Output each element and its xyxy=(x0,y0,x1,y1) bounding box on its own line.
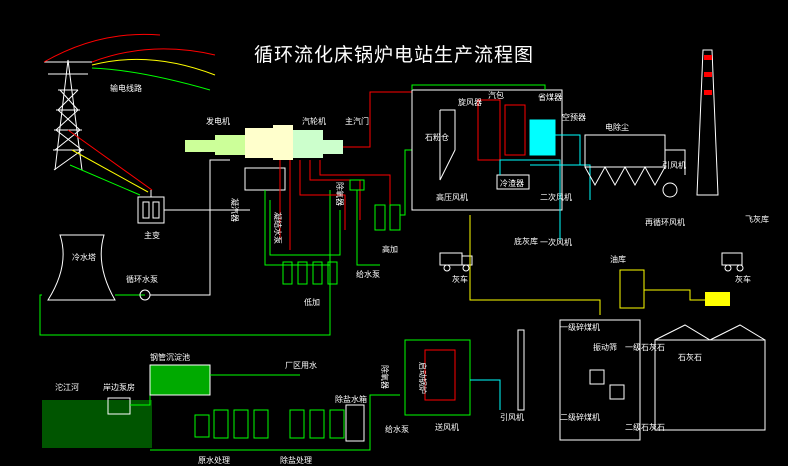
label-pump-house: 岸边泵房 xyxy=(103,382,135,392)
label-generator: 发电机 xyxy=(206,116,230,126)
water-treatment xyxy=(150,394,400,451)
label-crusher2: 二级碎煤机 xyxy=(560,412,600,422)
label-fly-ash-truck: 灰车 xyxy=(735,274,751,284)
label-ash-truck: 灰车 xyxy=(452,274,468,284)
label-demin-tank: 除盐水箱 xyxy=(335,394,367,404)
lp-heaters xyxy=(264,190,341,285)
label-feed-pump: 给水泵 xyxy=(356,269,380,279)
label-recirc-fan: 再循环风机 xyxy=(645,217,685,227)
label-economizer: 省煤器 xyxy=(538,92,562,102)
limestone-section xyxy=(559,319,766,441)
label-lp-heater: 低加 xyxy=(304,297,320,307)
power-lines xyxy=(43,33,216,196)
deaerator xyxy=(349,149,412,266)
cooling-tower xyxy=(47,234,116,301)
steam-lines xyxy=(279,91,413,250)
label-fd-fan: 送风机 xyxy=(435,422,459,432)
label-oil-tank: 油库 xyxy=(610,254,626,264)
pump-house-icon xyxy=(107,397,131,415)
label-feed-pump2: 给水泵 xyxy=(385,424,409,434)
label-screen: 振动筛 xyxy=(593,342,617,352)
label-air-preheater: 空预器 xyxy=(562,112,586,122)
clarifier-icon xyxy=(149,364,211,396)
turbine-generator xyxy=(185,125,343,160)
condenser-icon xyxy=(244,167,286,191)
ash-truck-icon xyxy=(439,252,473,272)
chimney-icon xyxy=(696,49,719,196)
label-clarifier: 钢管沉淀池 xyxy=(150,352,190,362)
id-fan-icon xyxy=(662,182,678,198)
river-icon xyxy=(42,400,152,448)
label-circ-pump: 循环水泵 xyxy=(126,274,158,284)
label-main-valve: 主汽门 xyxy=(345,116,369,126)
label-condenser: 凝汽器 xyxy=(230,198,240,222)
label-transformer: 主变 xyxy=(144,230,160,240)
esp-icon xyxy=(584,134,666,187)
label-deaerator2: 除氧器 xyxy=(380,365,390,389)
label-slag-silo: 底灰库 xyxy=(514,236,538,246)
label-esp: 电除尘 xyxy=(605,122,629,132)
label-steam-drum: 汽包 xyxy=(488,90,504,100)
transmission-tower xyxy=(44,59,92,171)
label-river: 沱江河 xyxy=(55,382,79,392)
label-raw-water: 原水处理 xyxy=(198,455,230,465)
label-turbine: 汽轮机 xyxy=(302,116,326,126)
oil-lines xyxy=(469,215,720,315)
flue-gas-lines xyxy=(499,134,591,240)
label-limestone2: 二级石灰石 xyxy=(625,422,665,432)
label-coal-bunker: 石粉仓 xyxy=(425,132,449,142)
main-transformer xyxy=(137,190,165,224)
label-cooling-tower: 冷水塔 xyxy=(72,252,96,262)
label-hp-fan: 高压风机 xyxy=(436,192,468,202)
label-plant-water: 厂区用水 xyxy=(285,360,317,370)
label-limestone1: 一级石灰石 xyxy=(625,342,665,352)
label-startup-boiler: 启动锅炉 xyxy=(418,362,428,394)
label-coal-yard: 石灰石 xyxy=(678,352,702,362)
label-deaerator: 除氧器 xyxy=(335,182,345,206)
fly-ash-truck-icon xyxy=(721,252,744,272)
label-hp-heater: 高加 xyxy=(382,244,398,254)
label-cond-pump: 凝结水泵 xyxy=(273,212,283,244)
label-id-fan2: 引风机 xyxy=(500,412,524,422)
oil-truck-icon xyxy=(705,292,730,306)
label-crusher1: 一级碎煤机 xyxy=(560,322,600,332)
label-pri-fan: 一次风机 xyxy=(540,237,572,247)
label-power-line: 输电线路 xyxy=(110,83,142,93)
diagram-title: 循环流化床锅炉电站生产流程图 xyxy=(253,44,534,66)
boiler-outline xyxy=(411,84,563,211)
startup-boiler xyxy=(404,329,525,416)
label-id-fan: 引风机 xyxy=(662,160,686,170)
label-fly-ash-silo: 飞灰库 xyxy=(745,214,769,224)
label-demin: 除盐处理 xyxy=(280,455,312,465)
label-sec-fan: 二次风机 xyxy=(540,192,572,202)
label-ash-cooler: 冷渣器 xyxy=(500,178,524,188)
label-cyclone: 旋风器 xyxy=(458,97,482,107)
